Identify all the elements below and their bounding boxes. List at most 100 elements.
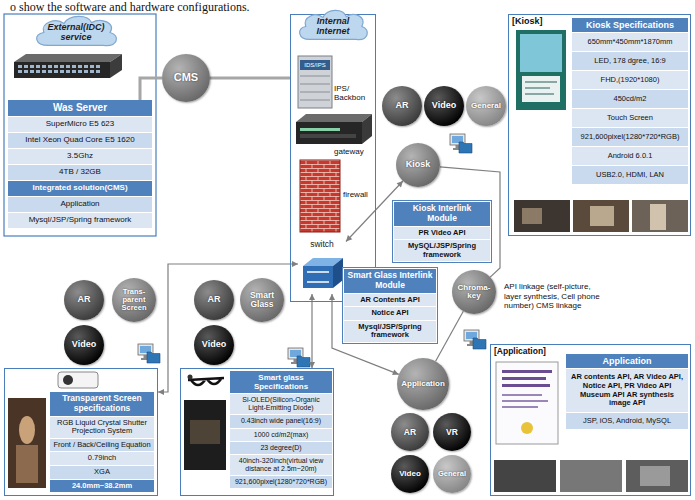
circle-label: Chroma- key xyxy=(455,284,493,301)
kiosk-photo xyxy=(520,34,562,72)
spec-table: Was ServerSuperMicro E5 623Intel Xeon Qu… xyxy=(8,100,152,228)
ids-rack-icon xyxy=(298,56,332,108)
ids-rack-icon xyxy=(300,60,330,70)
spec-header: Transparent Screen specifications xyxy=(50,392,154,416)
spec-row: SuperMicro E5 623 xyxy=(8,117,152,132)
spec-header: Smart glass Specifications xyxy=(230,371,332,393)
app-photos xyxy=(640,466,670,486)
circle-label: Video xyxy=(197,340,231,349)
category-circle: Video xyxy=(391,455,429,493)
app-photos xyxy=(494,460,556,492)
label-slot: firewall xyxy=(343,190,376,199)
panel-label: IPS/ Backbon xyxy=(334,84,372,102)
projector-icon xyxy=(58,372,98,388)
category-circle: General xyxy=(466,86,506,126)
exhibit-photo xyxy=(19,416,35,444)
app-photos xyxy=(560,460,622,492)
app-photos xyxy=(494,460,688,492)
cloud-label: External(IDC) service xyxy=(40,23,112,43)
spec-panel: Transparent Screen specificationsRGB Liq… xyxy=(4,368,158,496)
network-switch-icon xyxy=(14,54,122,78)
kiosk-photo xyxy=(516,30,566,110)
network-cloud: External(IDC) service xyxy=(30,12,122,50)
arrowhead xyxy=(158,389,164,395)
kiosk-photos xyxy=(514,200,688,232)
connector xyxy=(436,311,464,361)
node-label: switch xyxy=(298,240,346,250)
kiosk-photos xyxy=(522,208,542,224)
circle-label: AR xyxy=(67,295,101,304)
label-slot: [Application] xyxy=(494,347,574,357)
spec-row: 921,600pixel(1280*720*RGB) xyxy=(572,128,688,146)
spec-row: Si-OLED(Silicon-Organic Light-Emitting D… xyxy=(230,394,332,414)
category-circle: Chroma- key xyxy=(452,270,496,314)
kiosk-photo xyxy=(516,30,566,110)
panel-label: gateway xyxy=(334,147,374,156)
app-screen xyxy=(502,406,538,408)
category-circle: Application xyxy=(397,358,449,410)
spec-row: 4TB / 32GB xyxy=(8,165,152,180)
kiosk-photo xyxy=(525,82,557,94)
spec-row: Front / Back/Ceiling Equation xyxy=(50,439,154,452)
spec-row: AR contents API, AR Video API, Notice AP… xyxy=(566,369,688,412)
category-circle: Kiosk xyxy=(396,143,440,187)
spec-row: AR Contents API xyxy=(344,294,436,307)
circle-label: Video xyxy=(394,470,426,478)
label-slot: gateway xyxy=(334,147,374,156)
spec-row: 40inch-320inch(virtual view distance at … xyxy=(230,455,332,475)
kiosk-photos xyxy=(514,200,570,232)
category-circle: Video xyxy=(194,325,234,365)
spec-row: Mysql/JSP/Spring framework xyxy=(8,213,152,228)
label-slot: o show the software and hardware configu… xyxy=(10,0,350,14)
note-text: API linkage (self-picture, layer synthes… xyxy=(504,282,600,311)
circle-label: Smart Glass xyxy=(243,291,281,309)
spec-row: MySQL/JSP/Spring framework xyxy=(394,240,490,261)
category-circle: AR xyxy=(382,86,422,126)
switch-icon xyxy=(303,258,343,288)
spec-row: XGA xyxy=(50,466,154,479)
device-panel: IPS/ Backbon gateway firewall Internal Inte… xyxy=(290,14,376,302)
network-switch-icon xyxy=(14,54,122,62)
circle-label: CMS xyxy=(165,72,207,84)
gateway-icon xyxy=(362,114,372,144)
circle-label: Trans- parent Screen xyxy=(115,288,153,312)
kiosk-photos xyxy=(590,206,614,226)
spec-header: Smart Glass Interlink Module xyxy=(344,269,436,293)
category-circle: Video xyxy=(64,325,104,365)
smart-glass-photo xyxy=(184,400,226,470)
arrowhead xyxy=(292,261,298,267)
arrowhead xyxy=(397,181,403,187)
label-slot: IPS/ Backbon xyxy=(334,84,372,102)
panel-label: firewall xyxy=(343,190,376,199)
circle-label: General xyxy=(469,102,503,110)
spec-row: RGB Liquid Crystal Shutter Projection Sy… xyxy=(50,417,154,438)
spec-row: LED, 178 dgree, 16:9 xyxy=(572,52,688,70)
device-panel: [Kiosk]Kiosk Specifications650mm*450mm*1… xyxy=(508,14,691,236)
circle-label: AR xyxy=(394,428,426,437)
category-circle: AR xyxy=(64,280,104,320)
network-switch-icon xyxy=(110,54,122,78)
circle-label: AR xyxy=(197,295,231,304)
spec-row: Mysql/JSP/Spring framework xyxy=(344,321,436,342)
circle-label: AR xyxy=(385,101,419,110)
spec-row: Android 6.0.1 xyxy=(572,147,688,165)
cloud-label: Internal Internet xyxy=(304,17,362,37)
switch-node: switch xyxy=(298,240,346,294)
network-cloud: Internal Internet xyxy=(294,6,372,44)
spec-panel: Smart glass SpecificationsSi-OLED(Silico… xyxy=(180,368,334,496)
app-screen xyxy=(502,394,542,396)
switch-icon xyxy=(303,266,333,288)
spec-row: USB2.0, HDMI, LAN xyxy=(572,166,688,184)
spec-table: Kiosk Interlink ModulePR Video APIMySQL/… xyxy=(392,200,492,263)
cloud-outline xyxy=(37,16,117,45)
kiosk-photo xyxy=(522,76,560,102)
gateway-icon xyxy=(300,134,356,138)
ids-rack-icon xyxy=(300,76,330,100)
label-slot: API linkage (self-picture, layer synthes… xyxy=(504,282,600,311)
firewall-icon xyxy=(300,160,340,232)
spec-row: 3.5Ghz xyxy=(8,149,152,164)
switch-icon xyxy=(307,272,329,282)
spec-row: 921,600pixel(1280*720*RGB) xyxy=(230,476,332,488)
spec-row: Touch Screen xyxy=(572,109,688,127)
circle-label: VR xyxy=(436,428,468,437)
